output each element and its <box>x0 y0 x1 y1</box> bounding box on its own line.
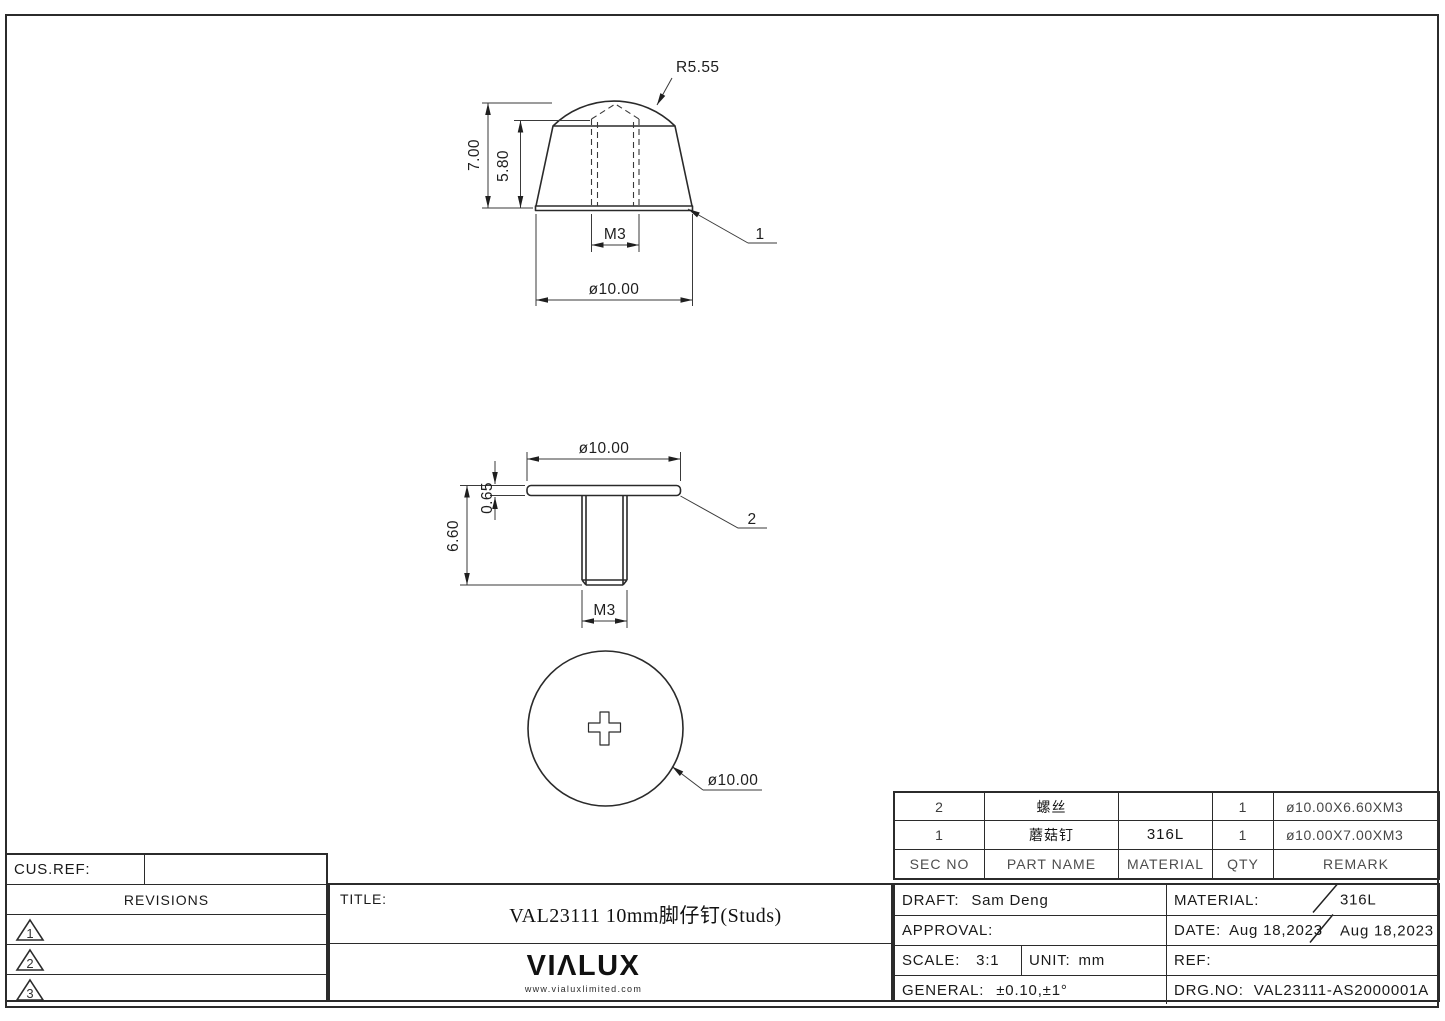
parts-header-name: PART NAME <box>985 849 1119 878</box>
draft-cell: DRAFT: Sam Deng <box>895 885 1167 915</box>
svg-text:1: 1 <box>26 926 33 941</box>
title-block: DRAFT: Sam Deng MATERIAL: 316L APPROVAL:… <box>893 883 1440 1004</box>
ref-cell: REF: <box>1167 946 1438 975</box>
drg-no-value: VAL23111-AS2000001A <box>1253 981 1430 999</box>
ref-label: REF: <box>1174 952 1212 969</box>
draft-value: Sam Deng <box>971 891 1049 909</box>
logo-website: www.vialuxlimited.com <box>524 983 643 994</box>
parts-row-qty: 1 <box>1213 821 1274 850</box>
material-value: 316L <box>1340 891 1377 909</box>
title-cell: TITLE: VAL23111 10mm脚仔钉(Studs) <box>330 885 891 944</box>
parts-row-qty: 1 <box>1213 793 1274 822</box>
scale-value: 3:1 <box>976 952 1000 969</box>
date-cell: DATE: Aug 18,2023 Aug 18,2023 <box>1167 916 1438 945</box>
parts-header-material: MATERIAL <box>1119 849 1213 878</box>
cus-ref-value <box>145 855 326 884</box>
approval-cell: APPROVAL: <box>895 916 1167 945</box>
title-label: TITLE: <box>340 891 387 907</box>
general-value: ±0.10,±1° <box>996 981 1068 999</box>
drg-no-cell: DRG.NO: VAL23111-AS2000001A <box>1167 976 1438 1004</box>
parts-row-remark: ø10.00X6.60XM3 <box>1274 793 1438 822</box>
revision-triangle-icon: 2 <box>15 948 45 971</box>
parts-row-material <box>1119 793 1213 822</box>
svg-text:3: 3 <box>26 986 33 1001</box>
drawing-title: VAL23111 10mm脚仔钉(Studs) <box>509 905 782 927</box>
unit-value: mm <box>1078 952 1106 969</box>
company-logo: VIΛLUX www.vialuxlimited.com <box>303 944 864 1002</box>
parts-row-remark: ø10.00X7.00XM3 <box>1274 821 1438 850</box>
parts-row-secno: 1 <box>895 821 985 850</box>
parts-header-remark: REMARK <box>1323 855 1389 872</box>
approval-label: APPROVAL: <box>902 922 994 939</box>
parts-row-secno: 2 <box>895 793 985 822</box>
material-label: MATERIAL: <box>1174 891 1260 909</box>
revision-triangle-icon: 1 <box>15 918 45 941</box>
parts-table: 2 螺丝 1 ø10.00X6.60XM3 1 蘑菇钉 316L 1 ø10.0… <box>893 791 1440 880</box>
parts-header-qty: QTY <box>1213 849 1274 878</box>
material-cell: MATERIAL: 316L <box>1167 885 1438 915</box>
revisions-header: REVISIONS <box>123 891 210 908</box>
revision-row-2: 2 <box>7 945 326 974</box>
unit-cell: UNIT: mm <box>1022 946 1167 975</box>
general-label: GENERAL: <box>902 981 985 999</box>
unit-label: UNIT: <box>1029 952 1071 969</box>
revision-row-3: 3 <box>7 975 326 1004</box>
revision-row-1: 1 <box>7 915 326 944</box>
date-approval-value: Aug 18,2023 <box>1340 922 1434 939</box>
draft-label: DRAFT: <box>902 891 960 909</box>
scale-label: SCALE: <box>902 952 961 969</box>
drg-no-label: DRG.NO: <box>1174 981 1244 999</box>
parts-header-secno: SEC NO <box>895 849 985 878</box>
revision-triangle-icon: 3 <box>15 978 45 1001</box>
date-label: DATE: <box>1174 922 1222 939</box>
parts-row-name: 螺丝 <box>985 793 1119 822</box>
logo-wordmark: VIΛLUX <box>526 949 641 982</box>
date-draft-value: Aug 18,2023 <box>1229 922 1323 939</box>
parts-row-material: 316L <box>1119 821 1213 850</box>
revisions-block: CUS.REF: REVISIONS 1 2 <box>5 853 328 1002</box>
title-section: TITLE: VAL23111 10mm脚仔钉(Studs) VIΛLUX ww… <box>328 883 893 1002</box>
general-tolerance-cell: GENERAL: ±0.10,±1° <box>895 976 1167 1004</box>
sheet-border <box>5 14 1439 1008</box>
parts-row-name: 蘑菇钉 <box>985 821 1119 850</box>
svg-text:2: 2 <box>26 956 33 971</box>
scale-cell: SCALE: 3:1 <box>895 946 1022 975</box>
cus-ref-label: CUS.REF: <box>7 855 145 884</box>
